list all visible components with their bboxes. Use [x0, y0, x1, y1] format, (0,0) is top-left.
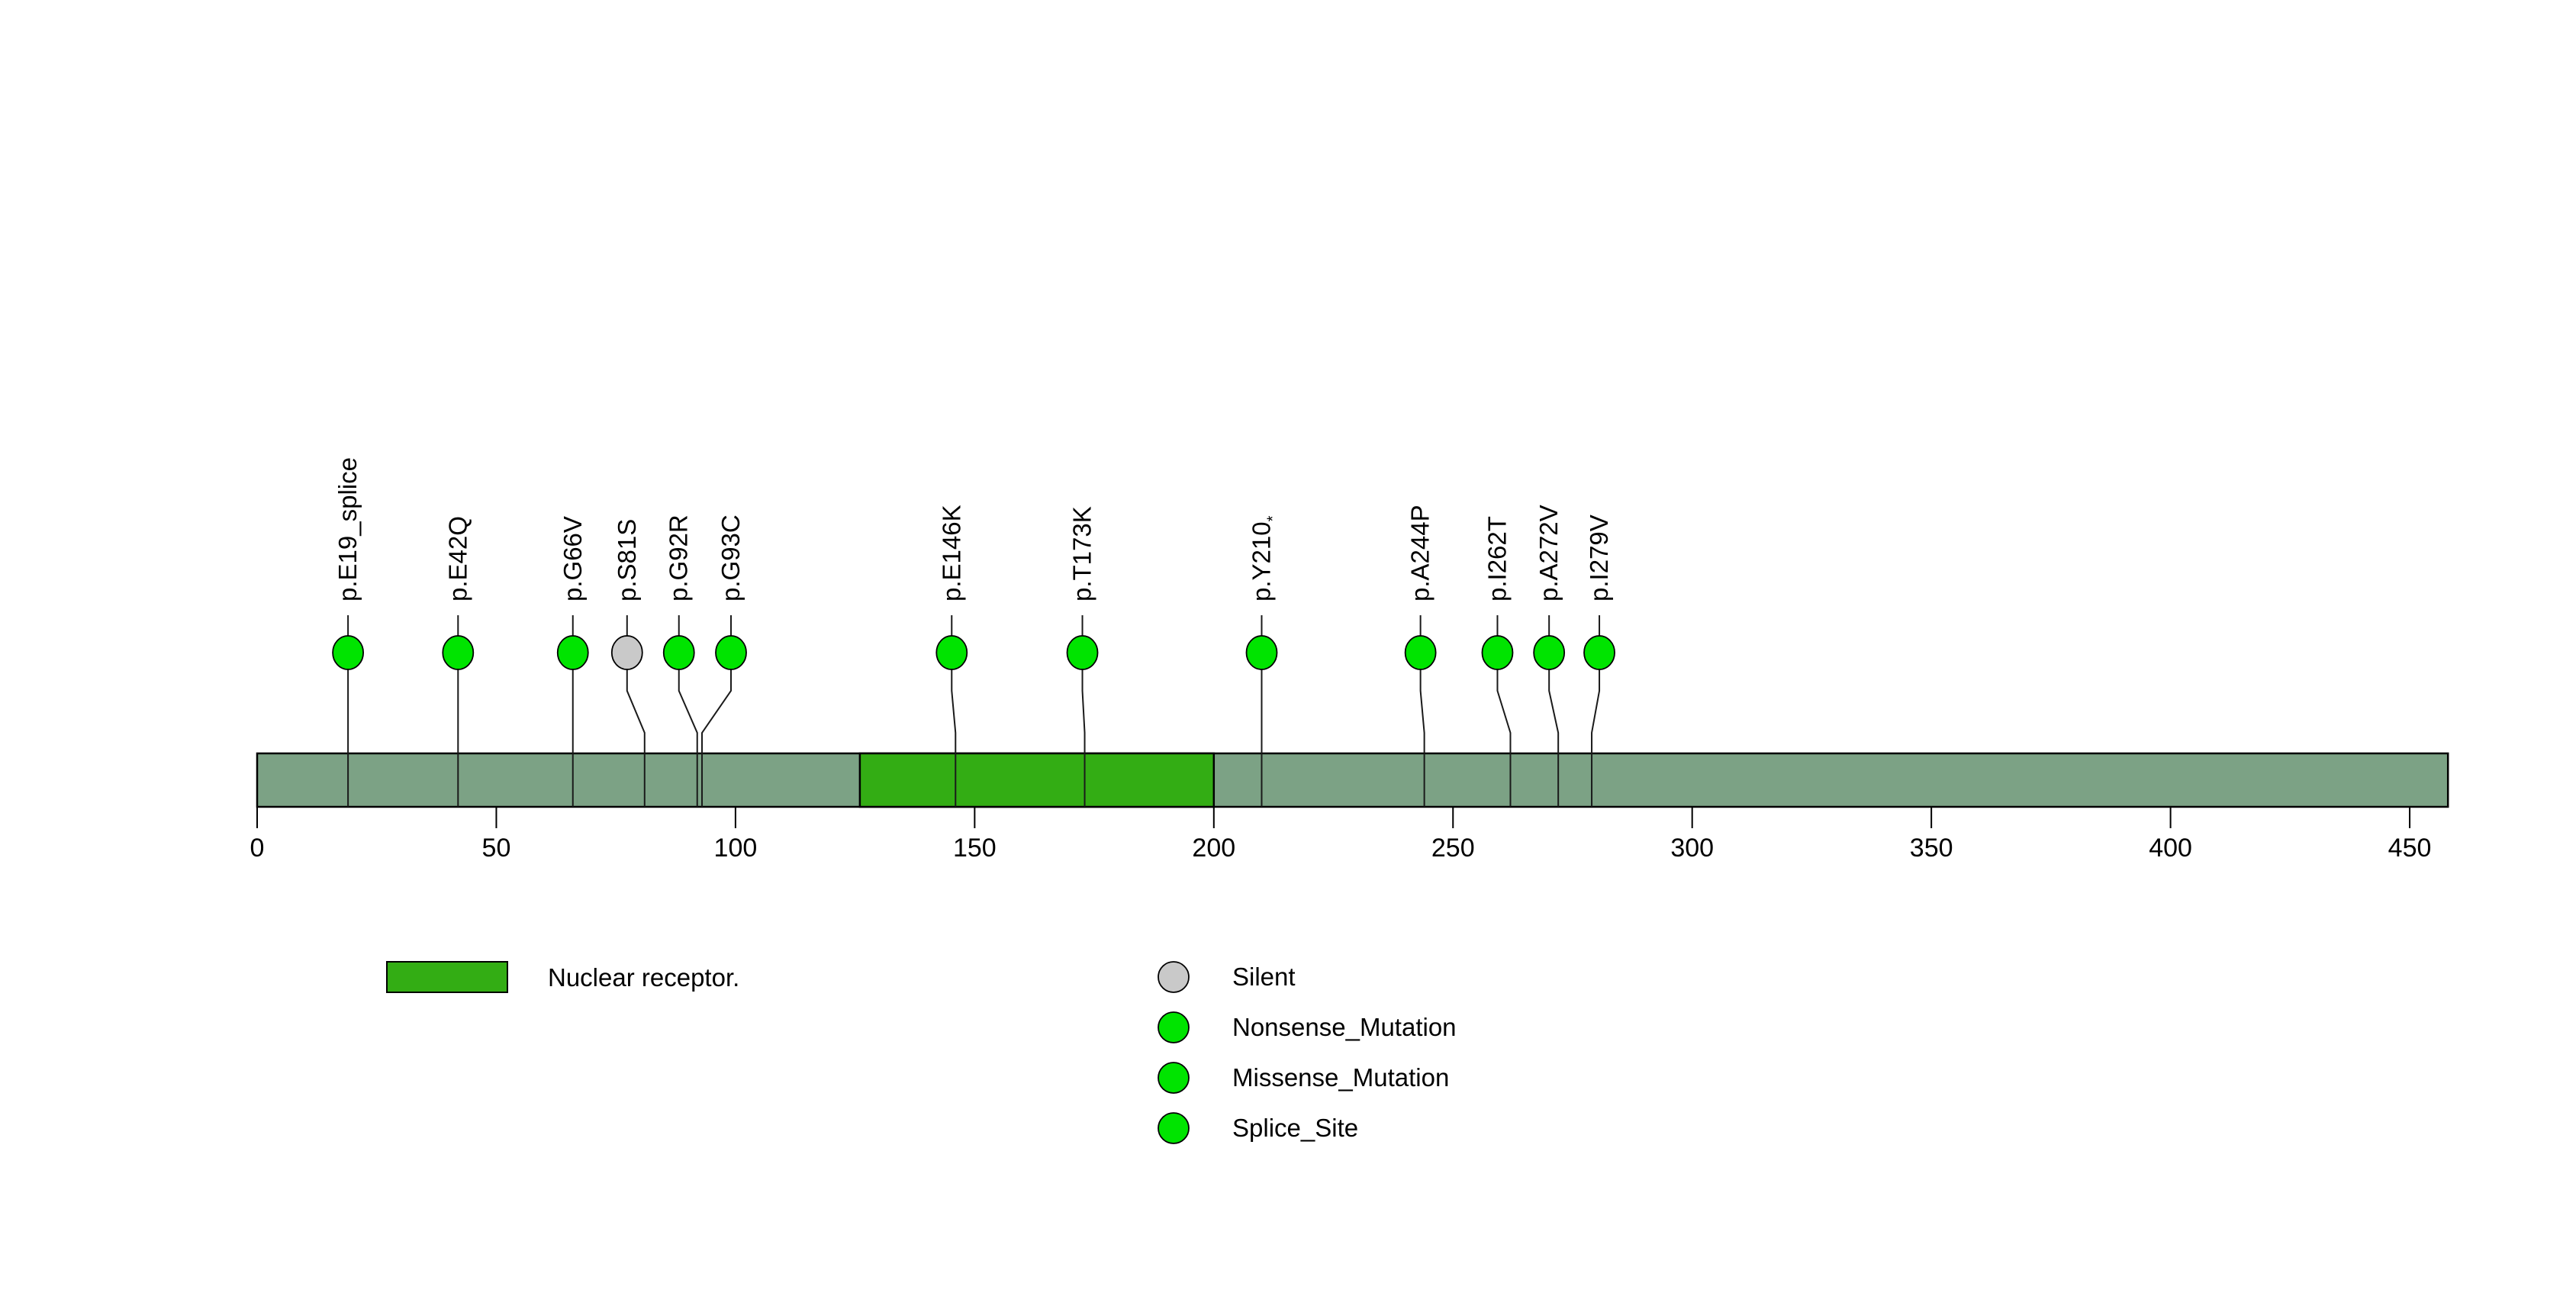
axis-tick-label: 150 [953, 834, 997, 863]
mutation-marker [556, 635, 589, 670]
mutation-label: p.I279V [1585, 514, 1613, 601]
mutation-marker [1583, 635, 1615, 670]
legend-mutation-swatch [1158, 1112, 1190, 1144]
legend-domain-swatch [386, 961, 508, 993]
mutation-label: p.A244P [1406, 505, 1435, 601]
mutation-marker [332, 635, 365, 670]
mutation-label: p.E19_splice [333, 457, 362, 601]
mutation-label: p.S81S [613, 519, 641, 601]
mutation-marker [442, 635, 475, 670]
mutation-marker [935, 635, 968, 670]
mutation-label: p.T173K [1068, 506, 1096, 601]
legend-domain-label: Nuclear receptor. [548, 963, 739, 992]
mutation-label: p.G93C [716, 514, 745, 601]
mutation-label: p.A272V [1534, 505, 1563, 601]
mutation-label: p.G92R [665, 514, 693, 601]
legend-mutation-label: Nonsense_Mutation [1232, 1013, 1457, 1041]
axis-tick-label: 0 [250, 834, 265, 863]
mutation-marker [715, 635, 747, 670]
legend-mutation-swatch [1158, 961, 1190, 993]
protein-backbone [256, 752, 2449, 808]
legend-mutation-swatch [1158, 1011, 1190, 1043]
mutation-marker [1404, 635, 1437, 670]
axis-tick-label: 100 [714, 834, 758, 863]
mutation-marker [1481, 635, 1514, 670]
legend-mutation-label: Silent [1232, 963, 1296, 991]
legend-mutation-label: Missense_Mutation [1232, 1063, 1449, 1092]
legend-mutation-swatch [1158, 1062, 1190, 1094]
mutation-label: p.Y210* [1247, 515, 1281, 601]
axis-tick-label: 200 [1192, 834, 1235, 863]
axis-tick-label: 400 [2149, 834, 2192, 863]
legend-mutation-label: Splice_Site [1232, 1114, 1358, 1142]
mutation-marker [662, 635, 695, 670]
axis-tick-label: 50 [482, 834, 511, 863]
axis-tick-label: 300 [1670, 834, 1714, 863]
mutation-marker [1533, 635, 1566, 670]
axis-tick-label: 350 [1910, 834, 1953, 863]
mutation-marker [1066, 635, 1099, 670]
mutation-marker [610, 635, 643, 670]
axis-tick-label: 450 [2388, 834, 2432, 863]
mutation-label: p.I262T [1483, 516, 1511, 601]
axis-tick-label: 250 [1431, 834, 1475, 863]
mutation-label: p.G66V [559, 516, 587, 601]
mutation-marker [1245, 635, 1278, 670]
mutation-label: p.E146K [937, 505, 965, 601]
mutation-label: p.E42Q [443, 516, 472, 601]
protein-domain [858, 752, 1216, 808]
